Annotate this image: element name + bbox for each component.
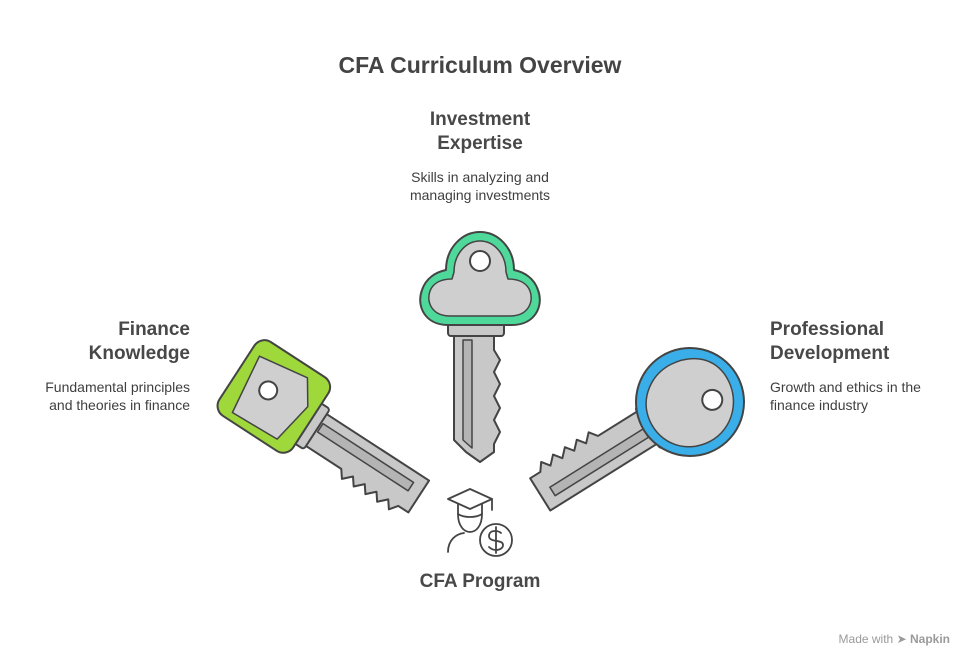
diamond-key-icon [216, 339, 431, 514]
top-key-groove [462, 339, 473, 449]
left-key-hole [258, 380, 279, 401]
napkin-logo-icon: ➤ [896, 632, 907, 646]
cloverleaf-key-icon [419, 231, 541, 463]
investment-expertise-description: Skills in analyzing and managing investm… [360, 168, 600, 204]
desc-line: Growth and ethics in the [770, 379, 921, 395]
top-key-hole [469, 250, 491, 272]
right-key-head-inner [645, 357, 735, 448]
investment-expertise-heading: Investment Expertise [380, 108, 580, 156]
napkin-watermark[interactable]: Made with ➤ Napkin [839, 632, 950, 646]
desc-line: Fundamental principles [45, 379, 190, 395]
desc-line: and theories in finance [49, 397, 190, 413]
heading-line: Knowledge [88, 343, 190, 364]
finance-knowledge-heading: Finance Knowledge [20, 318, 190, 366]
finance-knowledge-description: Fundamental principles and theories in f… [10, 378, 190, 414]
professional-development-description: Growth and ethics in the finance industr… [770, 378, 960, 414]
left-key-groove [316, 422, 415, 492]
desc-line: finance industry [770, 397, 869, 413]
watermark-brand: Napkin [909, 632, 950, 646]
round-key-icon [529, 347, 745, 512]
professional-development-heading: Professional Development [770, 318, 960, 366]
heading-line: Investment [429, 109, 531, 130]
heading-line: Expertise [437, 133, 523, 154]
right-key-hole [701, 388, 724, 411]
top-key-head-inner [428, 240, 532, 317]
watermark-prefix: Made with [838, 632, 894, 646]
heading-line: Professional [770, 319, 885, 340]
graduate-dollar-icon [447, 488, 513, 557]
heading-line: Development [770, 343, 890, 364]
diagram-title: CFA Curriculum Overview [338, 52, 622, 78]
center-label: CFA Program [419, 571, 541, 592]
desc-line: Skills in analyzing and [411, 169, 549, 185]
top-key-blade [453, 331, 501, 463]
heading-line: Finance [118, 319, 190, 340]
desc-line: managing investments [409, 187, 551, 203]
